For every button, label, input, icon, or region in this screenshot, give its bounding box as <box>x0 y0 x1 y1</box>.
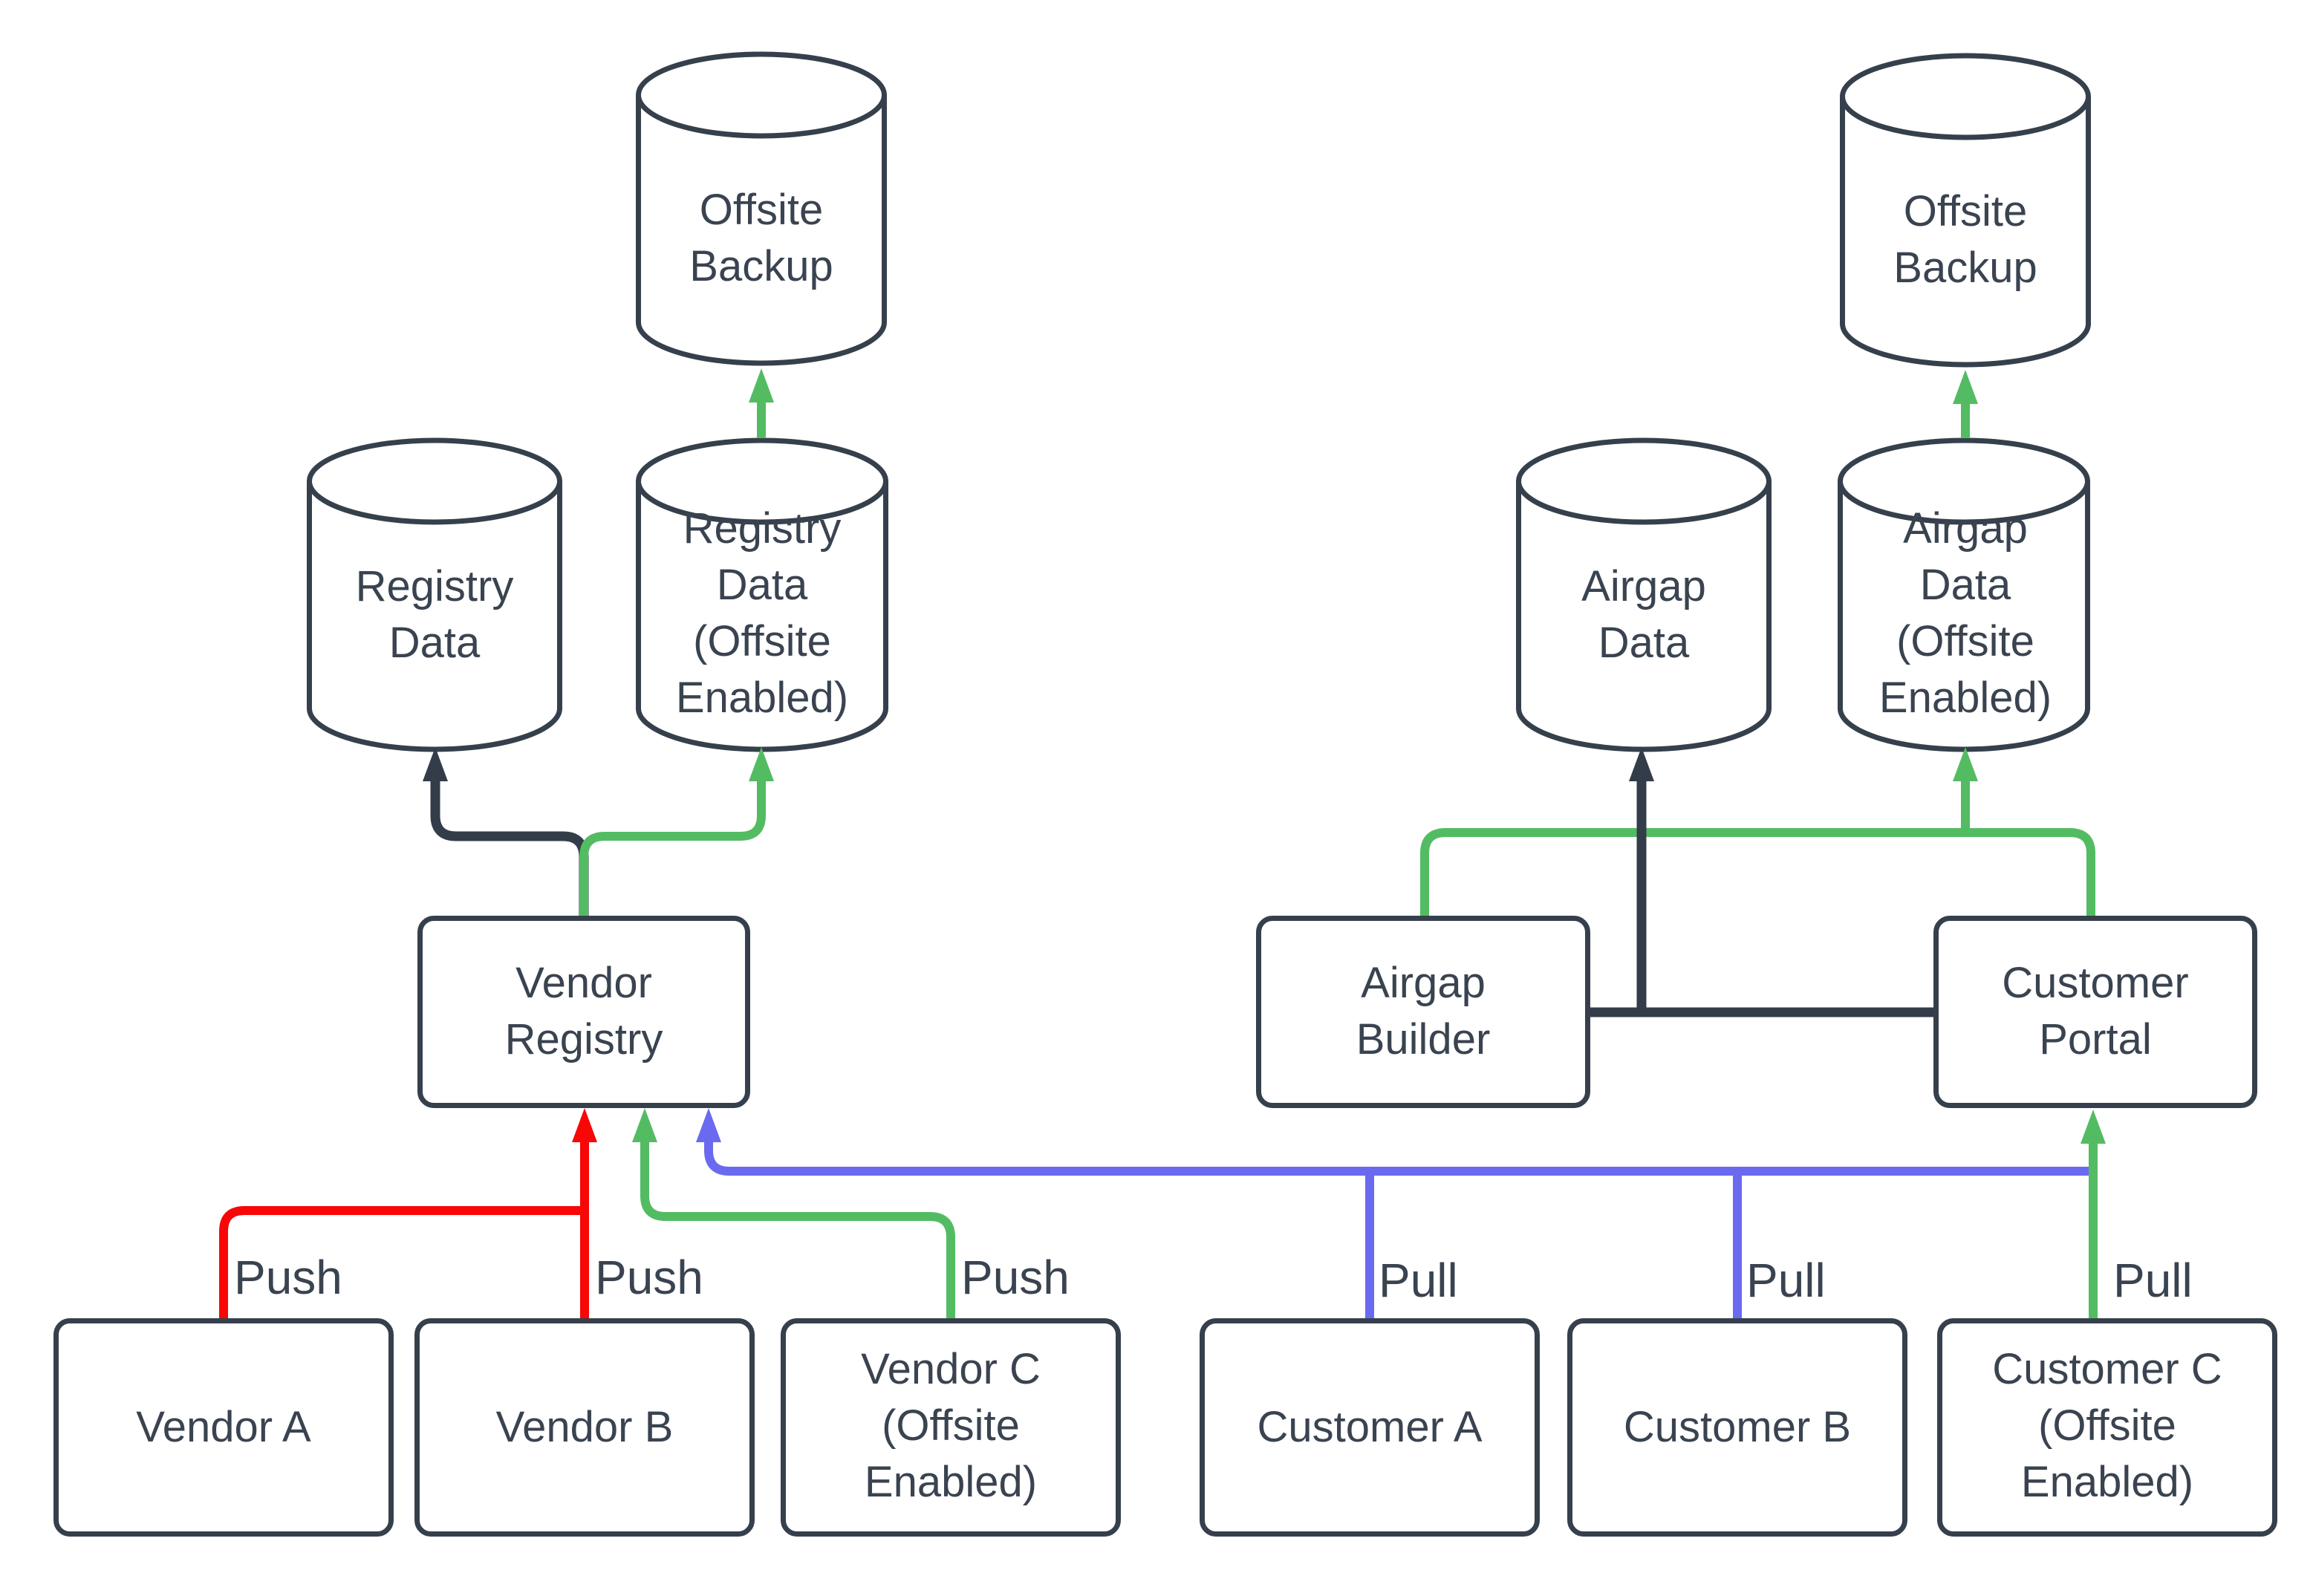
label-offsite-backup-left: Offsite Backup <box>689 186 833 290</box>
label-vendor-c: Vendor C (Offsite Enabled) <box>861 1345 1041 1506</box>
edge-label-push-vendor-a: Push <box>234 1251 342 1304</box>
edge-airgap-data-offsite-to-offsite-backup <box>1953 370 1978 438</box>
cylinder-offsite-backup-right <box>1840 53 2091 368</box>
edge-label-push-vendor-c: Push <box>961 1251 1070 1304</box>
edge-label-pull-customer-c: Pull <box>2113 1254 2193 1307</box>
node-customer-b <box>1567 1318 1907 1537</box>
label-airgap-data-offsite: Airgap Data (Offsite Enabled) <box>1878 504 2052 722</box>
node-customer-portal <box>1933 916 2257 1108</box>
edge-to-airgap-data-offsite <box>1420 747 2095 916</box>
cylinder-airgap-data-offsite <box>1838 437 2090 752</box>
node-vendor-registry <box>417 916 750 1108</box>
cylinder-offsite-backup-left <box>636 51 887 366</box>
label-vendor-registry: Vendor Registry <box>504 959 663 1064</box>
edge-label-pull-customer-b: Pull <box>1746 1254 1826 1307</box>
edge-label-push-vendor-b: Push <box>595 1251 703 1304</box>
edge-registry-data-offsite-to-offsite-backup <box>749 368 774 438</box>
node-vendor-c <box>781 1318 1121 1537</box>
node-vendor-b <box>414 1318 755 1537</box>
edge-vendor-c-push <box>632 1108 955 1318</box>
edge-vendor-registry-to-registry-data-offsite <box>579 747 774 916</box>
edge-to-airgap-data <box>1590 747 1935 1017</box>
label-customer-b: Customer B <box>1623 1403 1852 1451</box>
edge-vendor-registry-to-registry-data <box>423 747 589 916</box>
label-vendor-b: Vendor B <box>495 1403 674 1451</box>
label-registry-data: Registry Data <box>355 562 514 667</box>
label-airgap-builder: Airgap Builder <box>1356 959 1491 1064</box>
node-vendor-a <box>53 1318 394 1537</box>
edge-customer-c-pull <box>2081 1110 2106 1318</box>
label-customer-c: Customer C (Offsite Enabled) <box>1992 1345 2222 1506</box>
label-customer-portal: Customer Portal <box>2002 959 2189 1064</box>
cylinder-airgap-data <box>1516 437 1772 752</box>
label-registry-data-offsite: Registry Data (Offsite Enabled) <box>675 504 849 722</box>
cylinder-registry-data <box>307 437 562 752</box>
cylinder-registry-data-offsite <box>636 437 888 752</box>
label-customer-a: Customer A <box>1257 1403 1483 1451</box>
label-vendor-a: Vendor A <box>136 1403 311 1451</box>
edge-label-pull-customer-a: Pull <box>1379 1254 1458 1307</box>
edge-vendor-a-b-push <box>219 1108 597 1318</box>
label-airgap-data: Airgap Data <box>1581 562 1706 667</box>
node-customer-a <box>1200 1318 1540 1537</box>
node-customer-c <box>1937 1318 2277 1537</box>
edge-customer-a-b-pull <box>696 1108 2093 1318</box>
node-airgap-builder <box>1256 916 1590 1108</box>
label-offsite-backup-right: Offsite Backup <box>1893 187 2037 292</box>
